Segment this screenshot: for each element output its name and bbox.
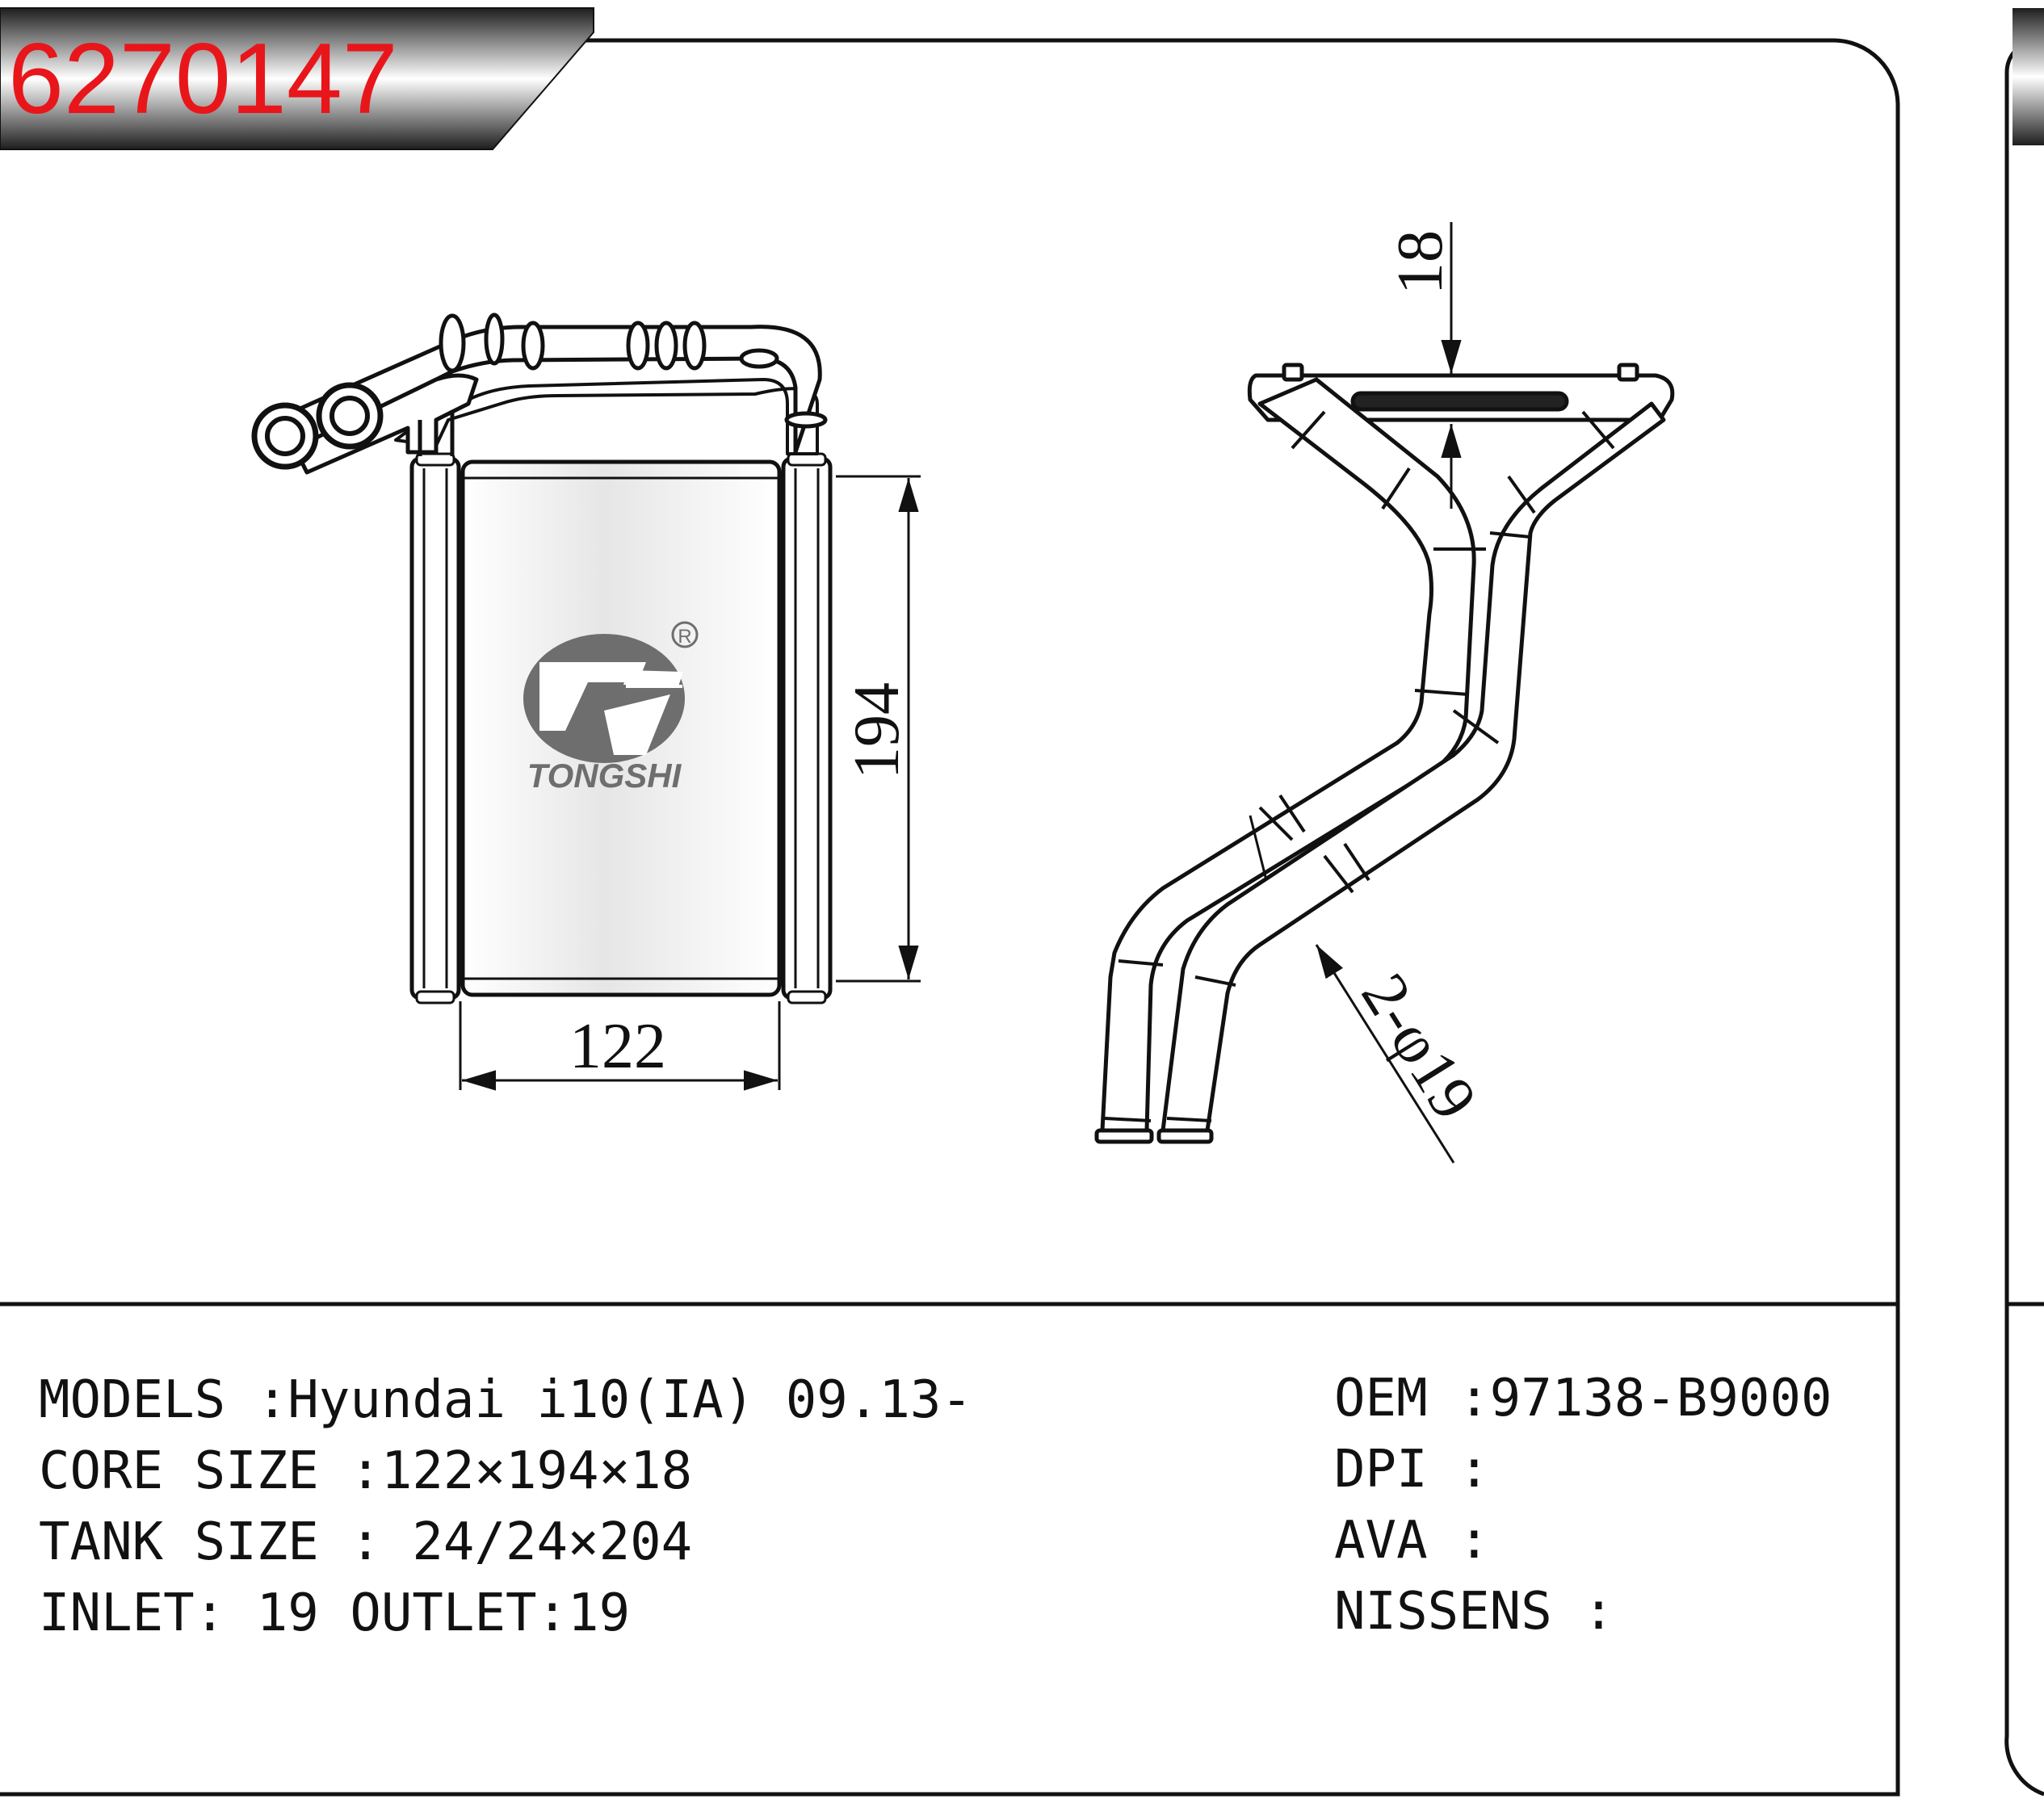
pipe-end-caps	[1094, 363, 1639, 1144]
ref-nissens: NISSENS :	[1334, 1582, 1614, 1642]
heater-core-front-view: R TONGSHI	[251, 312, 833, 1004]
ref-ava: AVA :	[1334, 1511, 1490, 1571]
part-number-header: 6270147	[0, 7, 594, 150]
drawing-frame	[0, 38, 1900, 1797]
ref-oem: OEM :97138-B9000	[1334, 1369, 1832, 1428]
spec-inlet-outlet: INLET: 19 OUTLET:19	[39, 1583, 631, 1643]
spec-tank-size: TANK SIZE : 24/24×204	[39, 1512, 693, 1572]
pipe-diameter-label: 2-φ19	[1348, 962, 1491, 1131]
registered-mark-icon	[671, 621, 699, 648]
heater-core-side-view	[1094, 363, 1675, 1144]
right-tank	[781, 452, 833, 1004]
pipe-diameter-dimension	[1249, 815, 1455, 1164]
adjacent-sheet-header	[2013, 8, 2044, 145]
adjacent-sheet-edge	[2004, 38, 2044, 1797]
inlet-outlet-pipes	[251, 312, 828, 475]
spec-core-size: CORE SIZE :122×194×18	[39, 1441, 693, 1501]
brand-name: TONGSHI	[527, 757, 682, 795]
tongshi-logo: R TONGSHI	[523, 621, 699, 795]
width-dimension-label: 122	[569, 1011, 666, 1082]
svg-text:R: R	[678, 626, 691, 648]
width-dimension	[459, 1001, 781, 1091]
left-tank	[409, 452, 461, 1004]
ref-dpi: DPI :	[1334, 1440, 1490, 1499]
height-dimension	[836, 475, 921, 983]
part-number: 6270147	[8, 23, 398, 135]
height-dimension-label: 194	[842, 682, 913, 779]
spec-models: MODELS :Hyundai i10(IA) 09.13-	[39, 1370, 972, 1430]
depth-dimension-label: 18	[1385, 230, 1456, 295]
